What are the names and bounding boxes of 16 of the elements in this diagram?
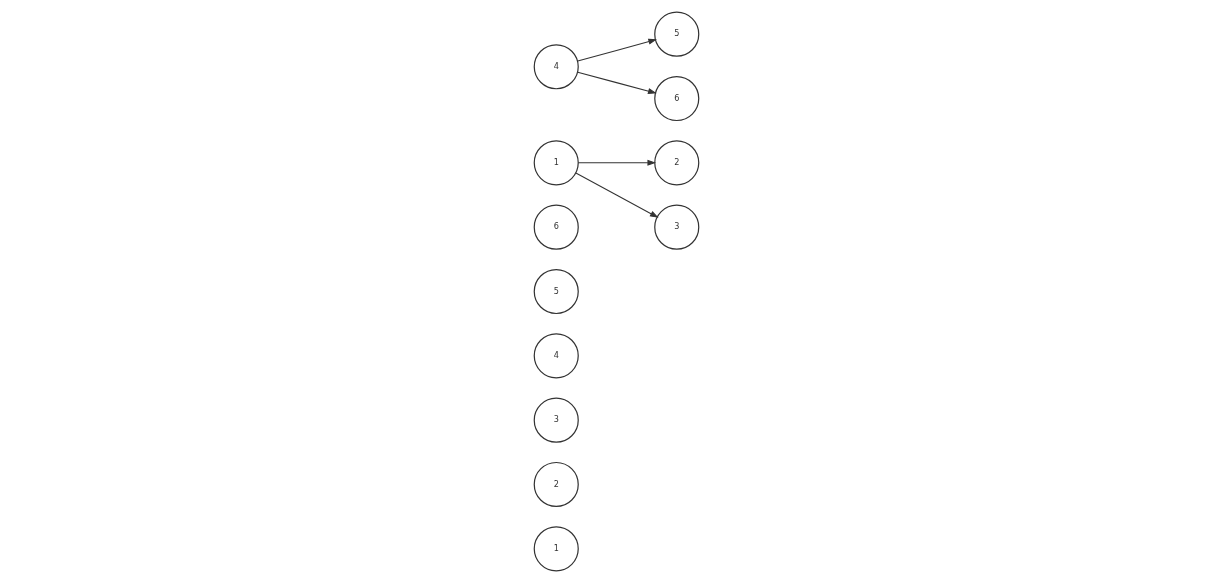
node-circle: 2 — [533, 461, 579, 508]
node-circle: 4 — [533, 333, 579, 379]
node-circle: 2 — [653, 140, 699, 186]
node-circle: 4 — [533, 44, 579, 90]
node-circle: 1 — [533, 140, 579, 186]
node-circle: 3 — [533, 397, 579, 443]
arrow — [577, 159, 656, 166]
node-circle: 5 — [533, 268, 579, 315]
node-circle: 6 — [533, 204, 579, 250]
arrow — [576, 38, 657, 62]
arrow — [576, 71, 657, 95]
node-circle: 1 — [533, 526, 579, 572]
node-circle: 5 — [653, 11, 699, 57]
arrow — [574, 172, 659, 218]
node-circle: 3 — [653, 204, 699, 250]
node-circle: 6 — [653, 75, 699, 122]
